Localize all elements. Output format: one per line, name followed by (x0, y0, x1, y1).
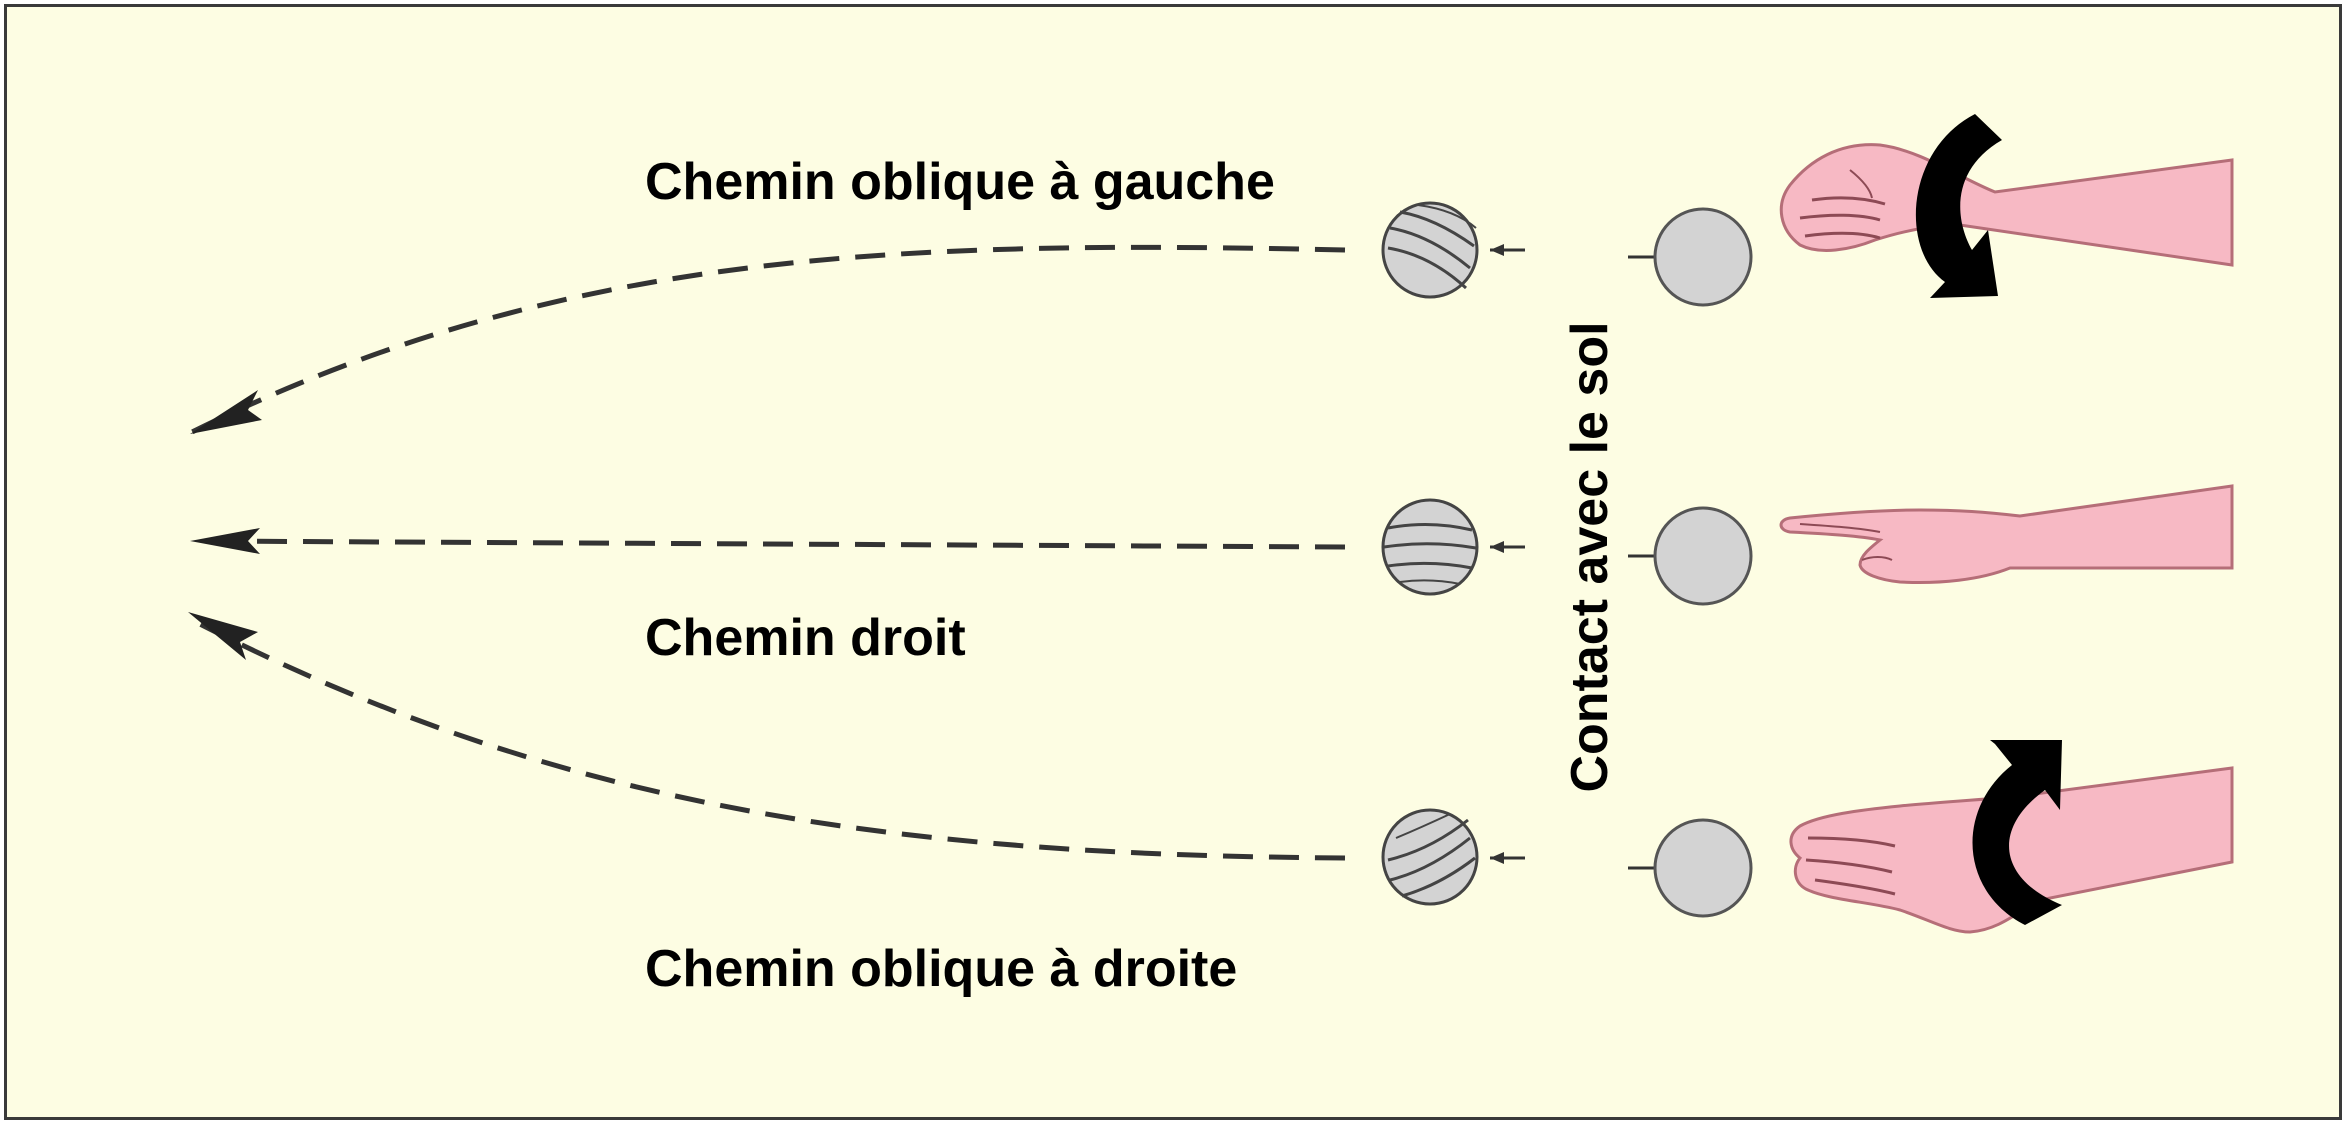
path-oblique-right (188, 612, 1346, 861)
released-ball-top (1628, 207, 1753, 307)
spinning-ball-bottom (1381, 808, 1479, 906)
dashed-path-oblique-left (190, 244, 1346, 435)
motion-arrow-top (1490, 244, 1525, 256)
dashed-path-oblique-right (190, 617, 1346, 861)
path-oblique-left (190, 244, 1346, 435)
dashed-path-straight (199, 538, 1346, 550)
rotation-arrow-bottom-icon (1972, 740, 2062, 925)
released-ball-bottom (1628, 818, 1753, 918)
arrowhead-oblique-right (188, 612, 258, 660)
motion-arrow-middle (1490, 541, 1525, 553)
hand-top-icon (1779, 143, 2234, 267)
arrowhead-straight (190, 528, 260, 554)
hand-bottom-icon (1789, 766, 2234, 934)
motion-arrow-bottom (1490, 852, 1525, 864)
rotation-arrow-top-icon (1915, 114, 2002, 298)
spinning-ball-top (1381, 201, 1479, 299)
arrowhead-oblique-left (190, 390, 262, 434)
spinning-ball-middle (1381, 498, 1479, 596)
label-ground-contact: Contact avec le sol (1561, 321, 1619, 793)
label-oblique-right: Chemin oblique à droite (645, 940, 1238, 998)
label-straight: Chemin droit (645, 609, 966, 667)
released-ball-middle (1628, 506, 1753, 606)
hand-middle-icon (1779, 484, 2234, 584)
label-oblique-left: Chemin oblique à gauche (645, 153, 1275, 211)
path-straight (190, 528, 1346, 554)
